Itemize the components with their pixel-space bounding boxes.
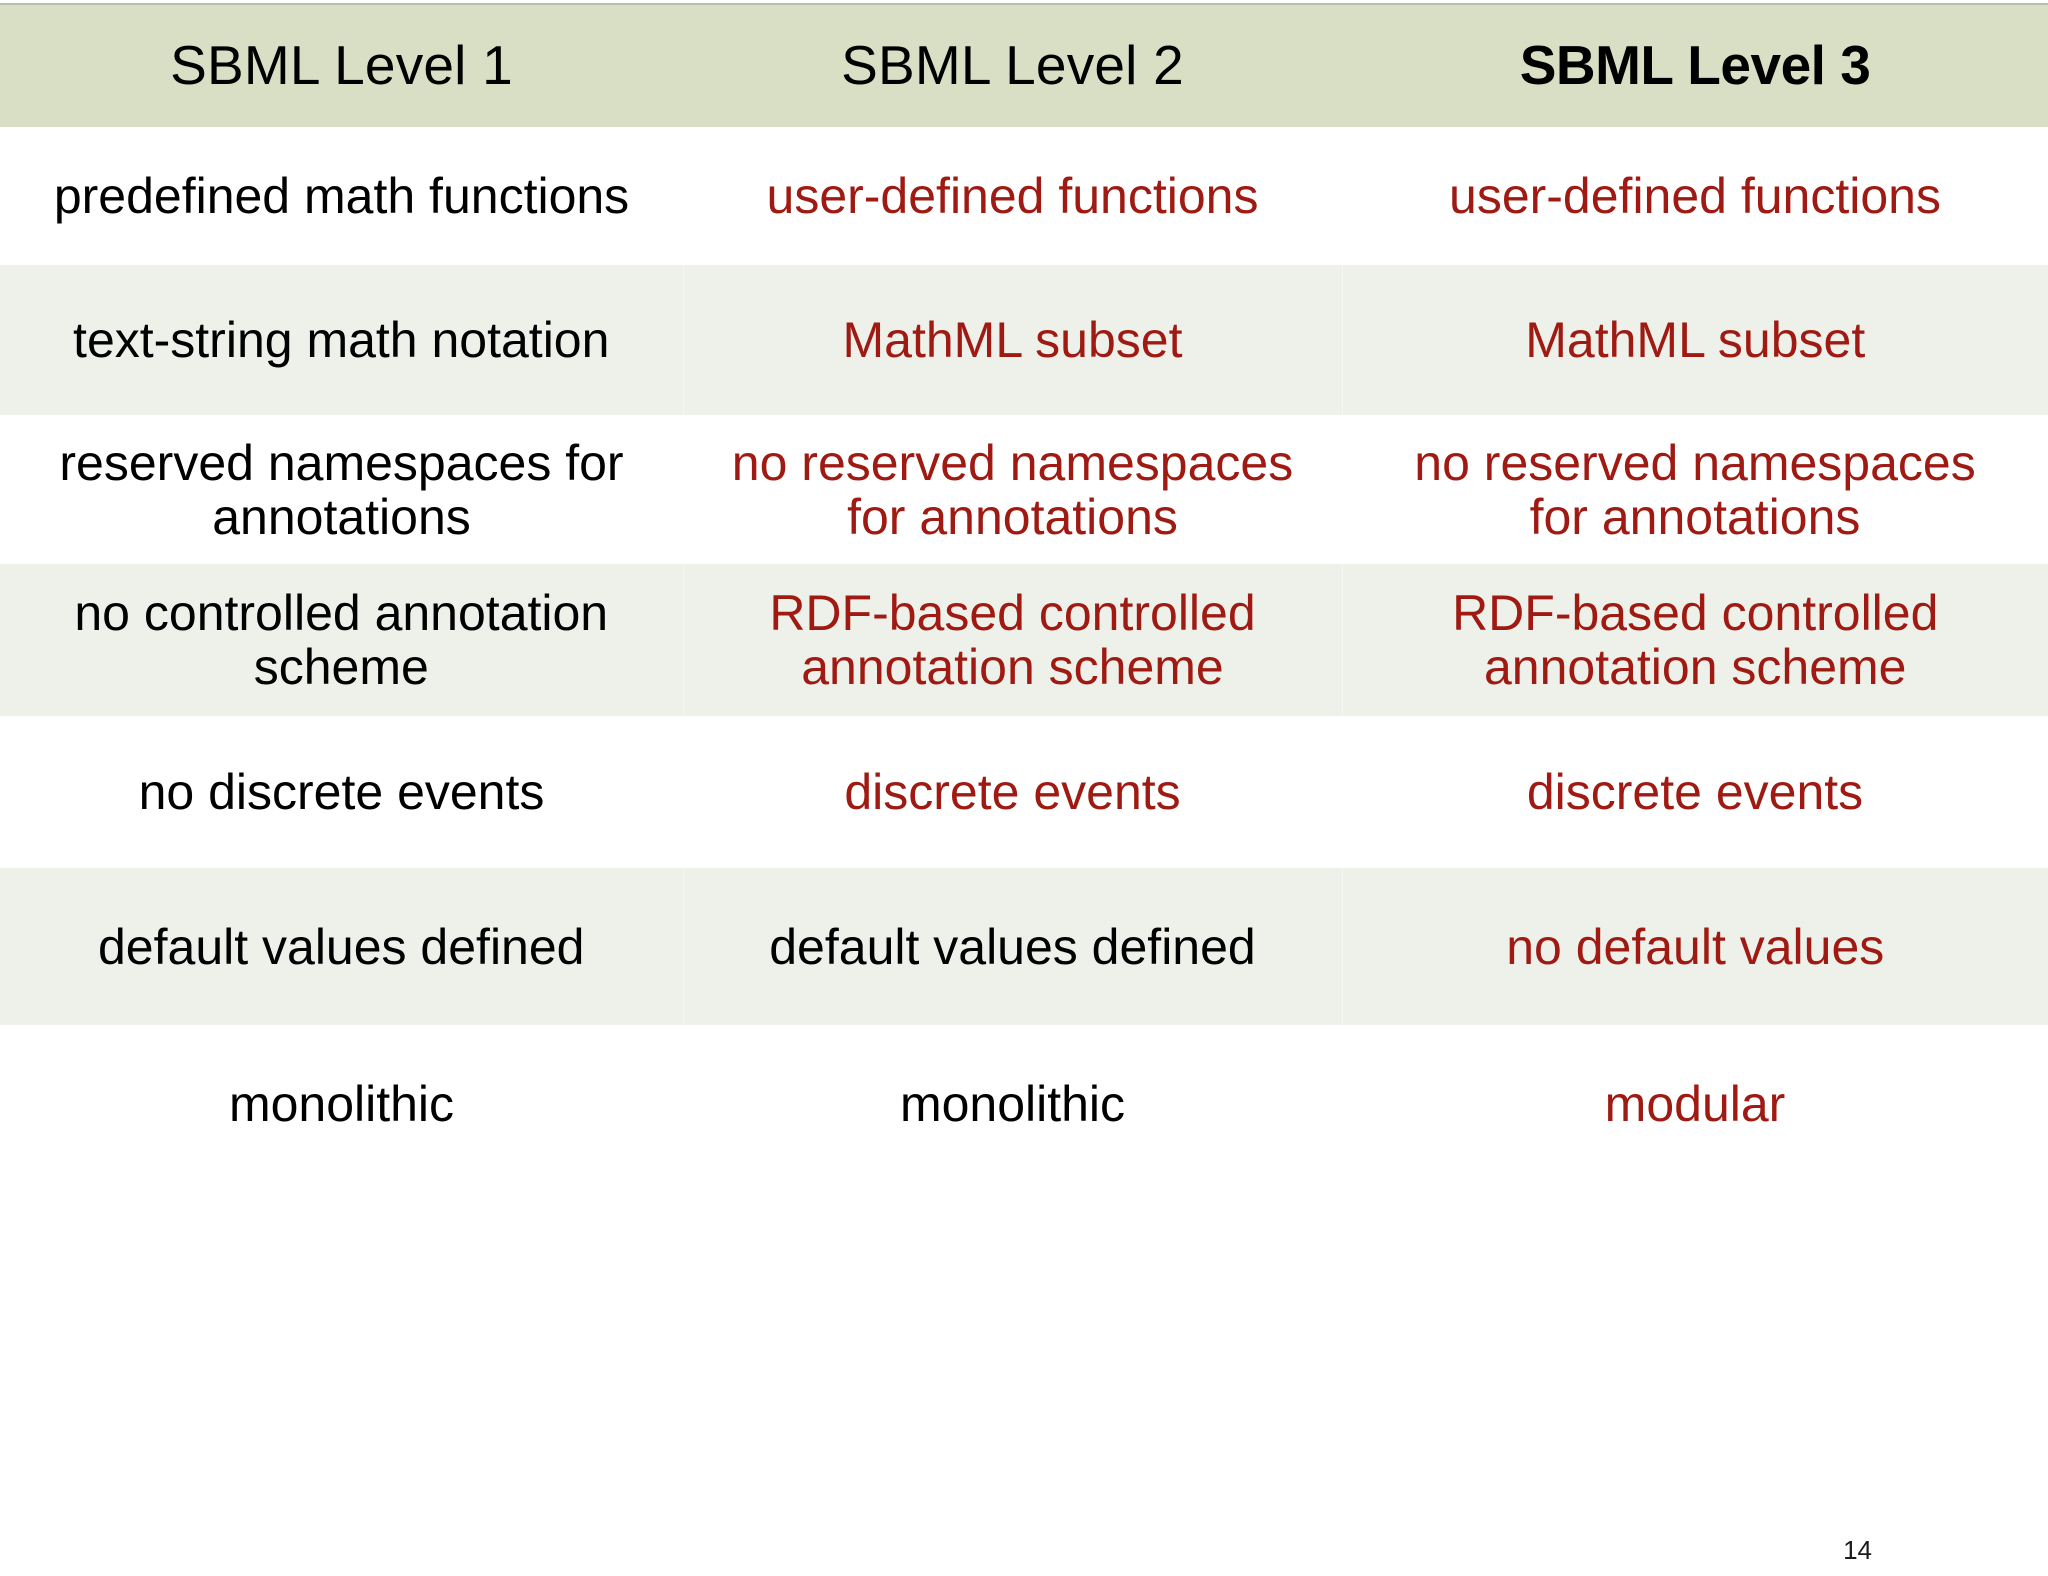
cell-text-line: RDF-based controlled xyxy=(1452,585,1939,641)
table-cell-r5-c2: discrete events xyxy=(683,716,1342,868)
cell-text-line: no default values xyxy=(1506,918,1885,975)
cell-text-line: for annotations xyxy=(847,488,1178,545)
cell-text-line: annotations xyxy=(212,488,471,545)
cell-text-line: user-defined functions xyxy=(766,168,1259,224)
column-header-sbml-level-2: SBML Level 2 xyxy=(683,3,1342,127)
page-number: 14 xyxy=(1843,1535,1872,1565)
cell-text-line: user-defined functions xyxy=(1449,168,1941,224)
cell-text-line: annotation scheme xyxy=(801,639,1224,695)
table-row: predefined math functions user-defined fu… xyxy=(0,127,2048,265)
header-row: SBML Level 1 SBML Level 2 SBML Level 3 xyxy=(0,3,2048,127)
cell-text-line: no reserved namespaces xyxy=(731,434,1294,491)
table-cell-r1-c3: user-defined functions xyxy=(1342,127,2048,265)
cell-text-line: MathML subset xyxy=(842,312,1183,368)
table-cell-r7-c2: monolithic xyxy=(683,1025,1342,1183)
table-cell-r2-c3: MathML subset xyxy=(1342,265,2048,415)
cell-text-line: no controlled annotation xyxy=(74,585,609,641)
column-header-sbml-level-1: SBML Level 1 xyxy=(0,3,683,127)
cell-text-line: modular xyxy=(1604,1076,1786,1132)
cell-text-line: default values defined xyxy=(769,918,1256,975)
cell-text-line: predefined math functions xyxy=(53,168,630,224)
table-cell-r5-c3: discrete events xyxy=(1342,716,2048,868)
cell-text-line: text-string math notation xyxy=(73,312,610,368)
table-cell-r6-c3: no default values xyxy=(1342,868,2048,1025)
table-row: monolithic monolithic modular xyxy=(0,1025,2048,1183)
cell-text-line: RDF-based controlled xyxy=(769,585,1256,641)
table-header: SBML Level 1 SBML Level 2 SBML Level 3 xyxy=(0,3,2048,127)
cell-text-line: default values defined xyxy=(98,918,585,975)
column-header-sbml-level-3: SBML Level 3 xyxy=(1342,3,2048,127)
sbml-level-comparison-table: SBML Level 1 SBML Level 2 SBML Level 3 p… xyxy=(0,3,2048,1183)
table-row: no discrete events discrete events discret… xyxy=(0,716,2048,868)
table-row: text-string math notation MathML subset Ma… xyxy=(0,265,2048,415)
table-row: default values defined default values def… xyxy=(0,868,2048,1025)
table-cell-r1-c2: user-defined functions xyxy=(683,127,1342,265)
cell-text-line: MathML subset xyxy=(1525,312,1866,368)
table-cell-r2-c2: MathML subset xyxy=(683,265,1343,415)
cell-text-line: monolithic xyxy=(228,1076,455,1132)
table-cell-r2-c1: text-string math notation xyxy=(0,265,684,415)
table-cell-r7-c3: modular xyxy=(1342,1025,2048,1183)
table-cell-r7-c1: monolithic xyxy=(0,1025,683,1183)
cell-text-line: no reserved namespaces xyxy=(1414,434,1976,491)
table-cell-r6-c2: default values defined xyxy=(683,868,1343,1025)
cell-text-line: scheme xyxy=(253,639,429,695)
table-cell-r6-c1: default values defined xyxy=(0,868,684,1025)
cell-text-line: monolithic xyxy=(899,1076,1126,1132)
cell-text-line: discrete events xyxy=(844,764,1181,820)
cell-text-line: for annotations xyxy=(1529,488,1861,545)
cell-text-line: reserved namespaces for xyxy=(59,434,624,491)
cell-text-line: annotation scheme xyxy=(1483,639,1907,695)
cell-text-line: no discrete events xyxy=(138,764,545,820)
cell-text-line: discrete events xyxy=(1526,764,1864,820)
table-cell-r5-c1: no discrete events xyxy=(0,716,683,868)
table-cell-r1-c1: predefined math functions xyxy=(0,127,683,265)
table-body: predefined math functions user-defined fu… xyxy=(0,127,2048,1183)
